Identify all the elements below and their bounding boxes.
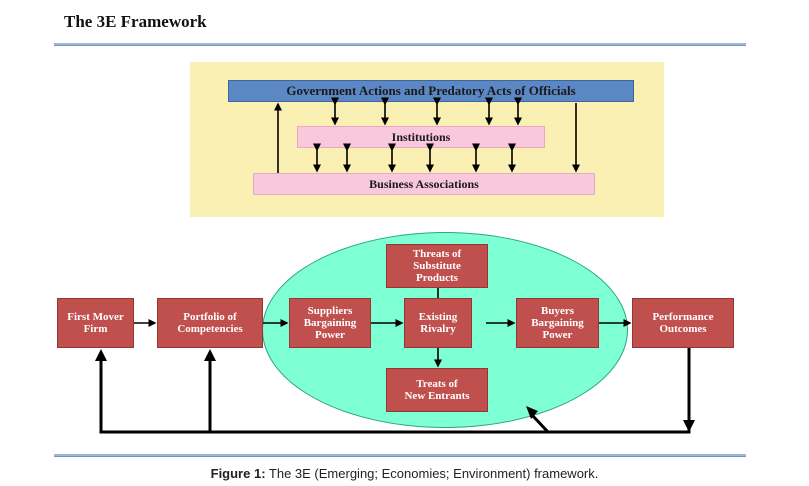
page-title: The 3E Framework xyxy=(64,12,207,31)
portfolio-up-arrowhead xyxy=(204,349,216,361)
performance-down-arrowhead xyxy=(683,420,695,432)
government-bar: Government Actions and Predatory Acts of… xyxy=(228,80,634,102)
feedback-to-ellipse-line xyxy=(530,413,550,434)
top-divider xyxy=(54,43,746,46)
caption-label: Figure 1: xyxy=(210,466,266,481)
caption-text: The 3E (Emerging; Economies; Environment… xyxy=(265,466,599,481)
ellipse-arrowhead xyxy=(526,406,538,419)
bottom-divider xyxy=(54,454,746,457)
business-associations-bar: Business Associations xyxy=(253,173,595,195)
institutions-bar: Institutions xyxy=(297,126,545,148)
first-mover-up-arrowhead xyxy=(95,349,107,361)
figure-caption: Figure 1: The 3E (Emerging; Economies; E… xyxy=(0,466,809,481)
feedback-loop-line xyxy=(99,348,691,434)
